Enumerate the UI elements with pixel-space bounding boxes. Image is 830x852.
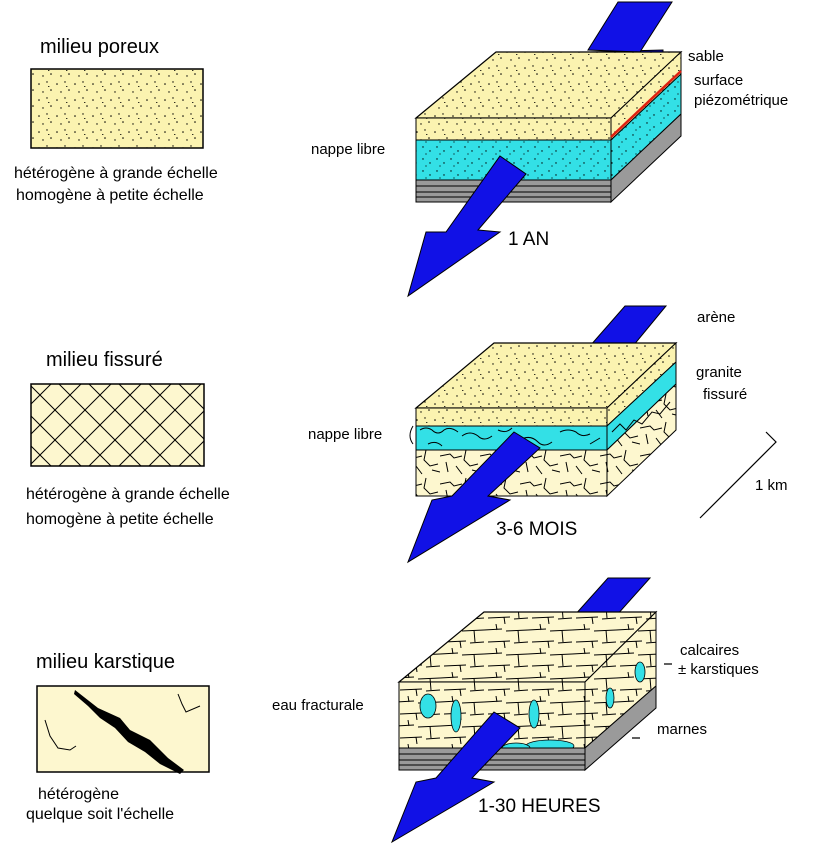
transit-time-1: 1 AN [508,229,550,250]
scale-bar [699,431,777,519]
outflow-arrow-2 [407,431,541,564]
outflow-arrow-3 [390,711,521,844]
description-karstic-line2: quelque soit l'échelle [26,806,175,823]
porous-block [407,1,683,298]
description-porous-line1: hétérogène à grande échelle [14,165,218,182]
scale-label: 1 km [755,477,788,494]
label-water-surface-line1: surface [694,72,744,89]
section-title-karstic: milieu karstique [36,651,175,673]
label-calcaires-line2: ± karstiques [678,661,759,678]
description-porous-line2: homogène à petite échelle [16,187,204,204]
transit-time-3: 1-30 HEURES [478,796,601,817]
label-water: eau fracturale [272,697,364,714]
label-water-surface-line2: piézométrique [694,92,789,109]
label-aquifer-2: nappe libre [308,426,383,443]
karstic-block [390,577,672,844]
water-table-line [610,70,682,138]
description-fissured-line1: hétérogène à grande échelle [26,486,230,503]
porous-medium-icon [30,68,204,149]
outflow-arrow-1 [407,155,527,298]
label-rock-line2: fissuré [703,386,748,403]
label-arene: arène [697,309,736,326]
label-calcaires-line1: calcaires [680,642,740,659]
transit-time-2: 3-6 MOIS [496,519,578,540]
description-karstic-line1: hétérogène [38,786,119,803]
inflow-arrow-1 [587,1,673,53]
label-rock-line1: granite [696,364,742,381]
inflow-arrow-2 [588,305,668,347]
label-marnes: marnes [657,721,708,738]
fissured-medium-icon [30,383,205,467]
aquifer-bracket [409,425,414,445]
karstic-medium-icon [36,685,210,774]
section-title-porous: milieu poreux [40,36,159,58]
label-sable: sable [688,48,724,65]
description-fissured-line2: homogène à petite échelle [26,511,214,528]
inflow-arrow-3 [572,577,652,617]
section-title-fissured: milieu fissuré [46,349,163,371]
label-aquifer-1: nappe libre [311,141,386,158]
fissured-block [407,305,678,564]
